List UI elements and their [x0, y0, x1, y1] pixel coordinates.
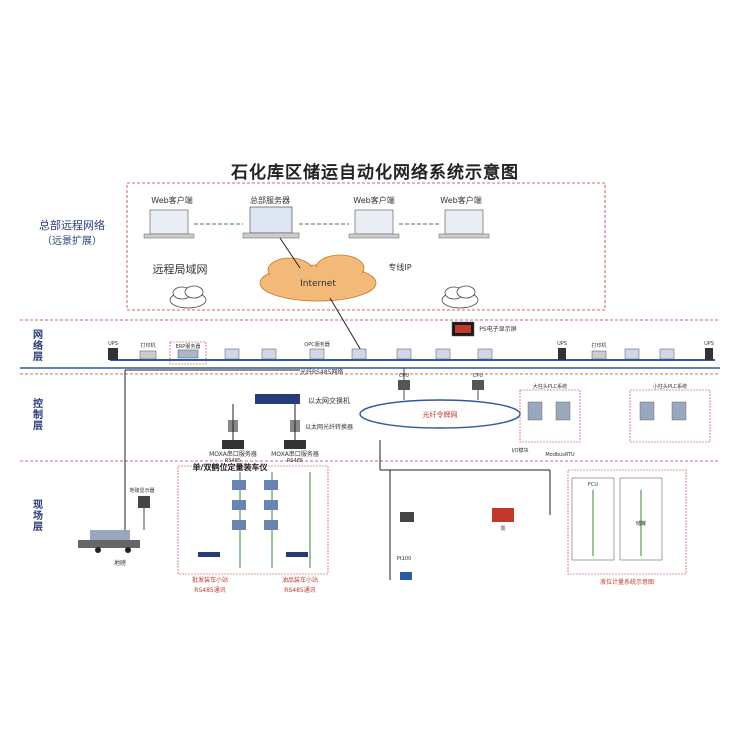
modbus-label: ModbusRTU — [545, 452, 575, 458]
fiber-ring-label: 光纤令牌网 — [423, 410, 458, 419]
opc-server: OPC服务器 — [304, 341, 330, 360]
dedicated-ip-label: 专线IP — [388, 262, 411, 272]
web-client-3-label: Web客户端 — [440, 195, 481, 205]
plc-left-system: 大柱头PLC系统 — [519, 383, 581, 443]
erp-server-label: ERP服务器 — [176, 343, 201, 350]
pc-station-6 — [477, 348, 493, 360]
ethernet-switch: 以太网交换机 — [255, 394, 350, 405]
scale-display-label: 地磅显示器 — [129, 487, 154, 494]
opc-server-label: OPC服务器 — [304, 341, 329, 348]
layer-network-c3: 层 — [33, 351, 43, 363]
tank-gauging-panel: FCU 储罐 液位计量系统示意图 — [567, 469, 687, 586]
svg-text:制: 制 — [33, 408, 43, 421]
ups-left: UPS — [108, 341, 118, 360]
hq-server-label: 总部服务器 — [250, 195, 290, 205]
left-bottom-label-1: 批发装车小站 — [192, 576, 228, 584]
printer-right-label: 打印机 — [591, 342, 606, 349]
web-client-1: Web客户端 — [143, 195, 195, 239]
small-cloud-right — [441, 285, 479, 309]
internet-cloud: Internet — [259, 254, 377, 302]
printer-right: 打印机 — [591, 342, 607, 360]
fcu-label: FCU — [588, 482, 598, 488]
tank-label: 储罐 — [636, 520, 646, 527]
svg-text:控: 控 — [33, 397, 43, 410]
loading-station-panel: 单/双鹤位定量装车仪 批发装车小站 RS485通讯 油品装车小站 RS485通讯 — [177, 462, 329, 594]
remote-network-border — [126, 182, 606, 311]
pump-caption: 泵 — [500, 526, 505, 532]
svg-text:现: 现 — [33, 499, 43, 511]
moxa-left-label: MOXA串口服务器 — [209, 450, 257, 458]
ups-mid-label: UPS — [557, 341, 567, 347]
fiber-converter-label: 以太网光纤转换器 — [305, 423, 353, 431]
small-cloud-left — [169, 285, 207, 309]
fiber-ring: 光纤令牌网 — [359, 399, 521, 429]
ps-display-label: PS电子显示屏 — [479, 325, 516, 333]
web-client-3: Web客户端 — [438, 195, 490, 239]
truck-scale-label: 地磅 — [114, 559, 126, 567]
right-bottom-label-2: RS485通讯 — [284, 586, 315, 594]
svg-text:层: 层 — [33, 521, 43, 533]
hq-server: 总部服务器 — [242, 195, 300, 239]
pc-station-7 — [624, 348, 640, 360]
plc-right-label: 小柱头PLC系统 — [653, 383, 687, 390]
loading-title: 单/双鹤位定量装车仪 — [193, 462, 269, 472]
internet-label: Internet — [300, 279, 336, 289]
left-bottom-label-2: RS485通讯 — [194, 586, 225, 594]
erp-server: ERP服务器 — [169, 341, 207, 365]
ptemp-label: Pt100 — [397, 556, 412, 562]
plc-left-label: 大柱头PLC系统 — [533, 383, 567, 390]
svg-text:场: 场 — [33, 509, 43, 522]
fiber-converter-right: 以太网光纤转换器 — [290, 420, 353, 432]
rs485-right-label: RS485 — [287, 458, 303, 464]
pc-station-2 — [261, 348, 277, 360]
moxa-left: MOXA串口服务器 RS485 — [209, 440, 257, 464]
pump-area: Pt100 泵 — [380, 469, 551, 580]
svg-text:层: 层 — [33, 420, 43, 432]
right-bottom-label-1: 油品装车小站 — [282, 576, 318, 584]
ups-right-label: UPS — [704, 341, 714, 347]
printer-left: 打印机 — [139, 342, 157, 360]
layer-network-c2: 络 — [33, 339, 43, 352]
hq-remote-sublabel: （远景扩展） — [42, 234, 102, 247]
truck-scale: 地磅 — [78, 530, 140, 567]
wan-label: 远程局域网 — [153, 263, 208, 276]
ups-right: UPS — [704, 341, 714, 360]
moxa-right-label: MOXA串口服务器 — [271, 450, 319, 458]
fiber-rs485-link: 光纤RS485网络 — [125, 368, 343, 376]
rs485-fiber-label: 光纤RS485网络 — [300, 368, 343, 376]
web-client-2-label: Web客户端 — [353, 195, 394, 205]
pc-station-3 — [351, 348, 367, 360]
ps-display: PS电子显示屏 — [451, 321, 517, 337]
plc-right-system: 小柱头PLC系统 — [629, 383, 711, 443]
pc-station-5 — [435, 348, 451, 360]
web-client-2: Web客户端 — [348, 195, 400, 239]
rs485-left-label: RS485 — [225, 458, 241, 464]
moxa-right: MOXA串口服务器 RS485 — [271, 440, 319, 464]
layer-label-control: 控 制 层 — [33, 397, 43, 432]
printer-left-label: 打印机 — [140, 342, 155, 349]
pc-station-8 — [659, 348, 675, 360]
web-client-1-label: Web客户端 — [151, 195, 192, 205]
diagram-title: 石化库区储运自动化网络系统示意图 — [231, 163, 519, 183]
tank-caption: 液位计量系统示意图 — [600, 578, 654, 586]
scale-display: 地磅显示器 — [129, 487, 155, 530]
ups-mid: UPS — [557, 341, 567, 360]
cpu-right-label: CPU — [473, 373, 484, 379]
layer-label-network: 网 络 层 — [33, 329, 43, 363]
ups-left-label: UPS — [108, 341, 118, 347]
layer-label-field: 现 场 层 — [33, 499, 43, 533]
layer-network-c1: 网 — [33, 329, 43, 341]
modbus-label-group: ModbusRTU — [545, 452, 575, 458]
io-module-group: I/O模块 — [511, 447, 528, 454]
pc-station-1 — [224, 348, 240, 360]
pc-station-4 — [396, 348, 412, 360]
cpu-right: CPU — [472, 373, 484, 390]
io-module-label: I/O模块 — [511, 447, 528, 454]
ethernet-switch-label: 以太网交换机 — [308, 396, 350, 405]
hq-remote-label: 总部远程网络 — [39, 218, 105, 232]
